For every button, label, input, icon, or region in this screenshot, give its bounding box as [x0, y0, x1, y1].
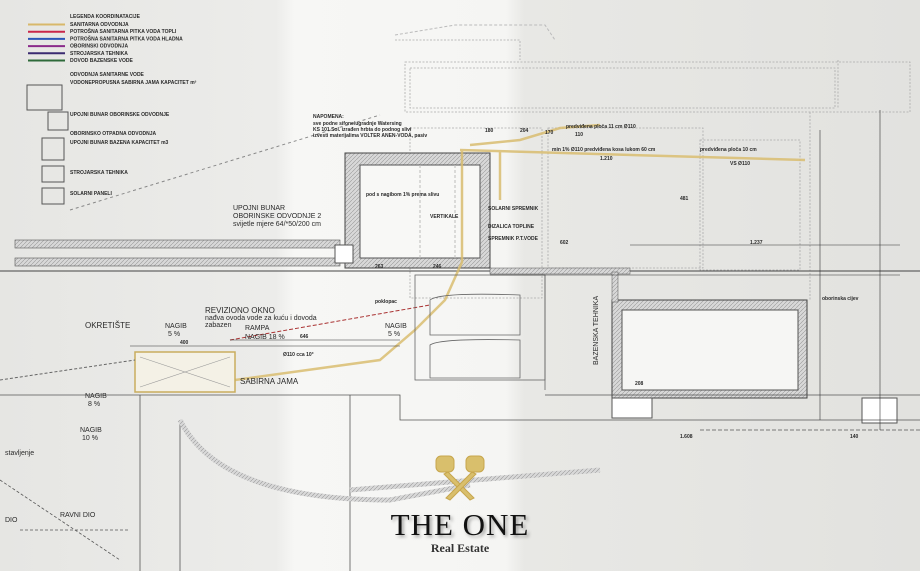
brand-tagline: Real Estate — [430, 541, 490, 555]
dimension-label: 263 — [375, 264, 384, 270]
legend-item-label: STROJARSKA TEHNIKA — [70, 51, 128, 57]
revizijono-okno-label: zabazen — [205, 322, 232, 329]
label-nagib-low: NAGIB — [85, 393, 107, 400]
dimension-label: 400 — [180, 340, 189, 346]
label-pipe-label-3: predviđena ploča 10 cm — [700, 147, 757, 153]
pool — [621, 309, 799, 391]
legend-item-label: POTROŠNA SANITARNA PITKA VODA HLADNA — [70, 34, 183, 42]
napomena-line: sve podne sifone/ugradnje Watersing — [313, 121, 402, 127]
legend-item-label: OBORINSKI ODVODNJA — [70, 44, 128, 50]
dimension-label: 602 — [560, 240, 569, 246]
legend-item-label: DOVOD BAZENSKE VODE — [70, 58, 133, 64]
dimension-label: 1.608 — [680, 434, 693, 440]
legend-item-label: POTROŠNA SANITARNA PITKA VODA TOPLI — [70, 27, 177, 35]
napomena-line: izvesti materijalima VOLTER ANEN-VODA, p… — [313, 133, 427, 139]
boundary-dashed — [394, 24, 556, 41]
label-nagib-low2-val: 10 % — [82, 435, 98, 442]
label-sabirna-jama: SABIRNA JAMA — [240, 377, 299, 386]
label-ravni-dio: RAVNI DIO — [60, 512, 96, 519]
retaining-wall-lower — [14, 257, 341, 267]
brand-watermark: THE ONE Real Estate — [380, 452, 540, 556]
dimension-label: 646 — [300, 334, 309, 340]
plan-labels: NAPOMENA:sve podne sifone/ugradnje Water… — [5, 114, 859, 524]
label-toplinska-pumpa: DIZALICA TOPLINE — [488, 224, 535, 230]
dimension-label: 246 — [433, 264, 442, 270]
legend-symbol-label: STROJARSKA TEHNIKA — [70, 170, 128, 176]
legend-symbol-box — [41, 187, 65, 205]
label-dio: DIO — [5, 517, 18, 524]
parking-area — [414, 274, 546, 390]
label-stavljenje: stavljenje — [5, 450, 34, 457]
legend-symbol-box — [41, 137, 65, 161]
dimension-label: 140 — [850, 434, 859, 440]
dimension-label: 110 — [575, 132, 583, 138]
legend-item-label: SANITARNA ODVODNJA — [70, 22, 129, 28]
legend: LEGENDA KOORDINATACIJE SANITARNA ODVODNJA… — [26, 14, 197, 205]
upojni-bunar-label: svijetle mjere 64/*50/200 cm — [233, 221, 321, 228]
label-pipe-label-2: min 1% Ø110 predviđena kosa lukom 60 cm — [552, 147, 656, 153]
legend-symbol-label: UPOJNI BUNAR BAZENA KAPACITET m3 — [70, 140, 169, 146]
label-bazenska-tehnika: BAZENSKA TEHNIKA — [593, 296, 600, 365]
dimension-label: 208 — [635, 381, 644, 387]
legend-title: LEGENDA KOORDINATACIJE — [70, 14, 141, 20]
dimension-label: 481 — [680, 196, 689, 202]
dimension-label: 180 — [485, 128, 494, 134]
revizijono-okno-label: nađva ovoda vode za kuću i dovoda — [205, 315, 317, 322]
label-okretiste: OKRETIŠTE — [85, 321, 130, 330]
label-pipe-label-4: VS Ø110 — [730, 161, 750, 167]
leader-line — [69, 114, 381, 211]
legend-symbol-label: ODVODNJA SANITARNE VODE — [70, 72, 145, 78]
lower-terrain — [0, 394, 920, 571]
legend-symbol-label: SOLARNI PANELI — [70, 191, 112, 197]
label-nagib-mid: NAGIB — [385, 323, 407, 330]
dimension-label: 170 — [545, 130, 554, 136]
storm-drain-line — [229, 304, 431, 341]
legend-symbol-box — [26, 84, 63, 111]
leader-line — [0, 359, 136, 381]
legend-symbol-label: VODONEPROPUSNA SABIRNA JAMA KAPACITET m³ — [70, 80, 197, 86]
legend-symbol-box — [41, 165, 65, 183]
napomena-title: NAPOMENA: — [313, 114, 344, 120]
brand-name: THE ONE — [390, 507, 530, 542]
dimension-lines — [130, 110, 900, 430]
septic-tank-cross — [139, 356, 231, 388]
well-box-u9 — [334, 244, 354, 264]
label-spremnik-ptv: SPREMNIK P.T.VODE — [488, 236, 539, 242]
napomena-line: KS 101 Sol. izrađen hrbta do podnog sliv… — [313, 127, 412, 133]
lower-wall — [177, 418, 601, 503]
upojni-bunar-label: UPOJNI BUNAR — [233, 205, 285, 212]
dimension-label: 1.210 — [600, 156, 613, 162]
label-poklopac: poklopac — [375, 299, 397, 305]
dimension-label: 1.237 — [750, 240, 763, 246]
legend-symbol-label: UPOJNI BUNAR OBORINSKE ODVODNJE — [70, 112, 170, 118]
label-nagib-left: NAGIB — [165, 323, 187, 330]
label-rampa: RAMPA — [245, 325, 270, 332]
legend-symbol-box — [47, 111, 69, 131]
well-box-u5 — [861, 397, 898, 424]
upojni-bunar-label: OBORINSKE ODVODNJE 2 — [233, 213, 321, 220]
retaining-wall — [14, 239, 341, 249]
label-solarni-spremnik: SOLARNI SPREMNIK — [488, 206, 539, 212]
label-vertikala: VERTIKALE — [430, 214, 459, 220]
label-oborinska-cijev: oborinska cijev — [822, 296, 859, 302]
revizijono-okno-label: REVIZIONO OKNO — [205, 306, 275, 315]
crossed-keys-logo-icon — [435, 455, 485, 501]
wall-segment — [489, 267, 631, 275]
label-nagib-left-val: 5 % — [168, 331, 180, 338]
label-pipe-label-1: Ø110 cca 10° — [283, 352, 314, 358]
pool-well-u10 — [611, 397, 653, 419]
wall-segment — [611, 271, 619, 303]
label-pipe-label-5: predviđena ploča 11 cm Ø110 — [566, 124, 636, 130]
legend-symbol-label: OBORINSKO OTPADNA ODVODNJA — [70, 131, 157, 137]
label-rampa-nagib: NAGIB 18 % — [245, 334, 285, 341]
label-nagib-low-val: 8 % — [88, 401, 100, 408]
label-nagib-mid-val: 5 % — [388, 331, 400, 338]
dimension-label: 204 — [520, 128, 529, 134]
label-pod-nagib: pod s nagibom 1% prema slivu — [366, 192, 439, 198]
label-nagib-low2: NAGIB — [80, 427, 102, 434]
